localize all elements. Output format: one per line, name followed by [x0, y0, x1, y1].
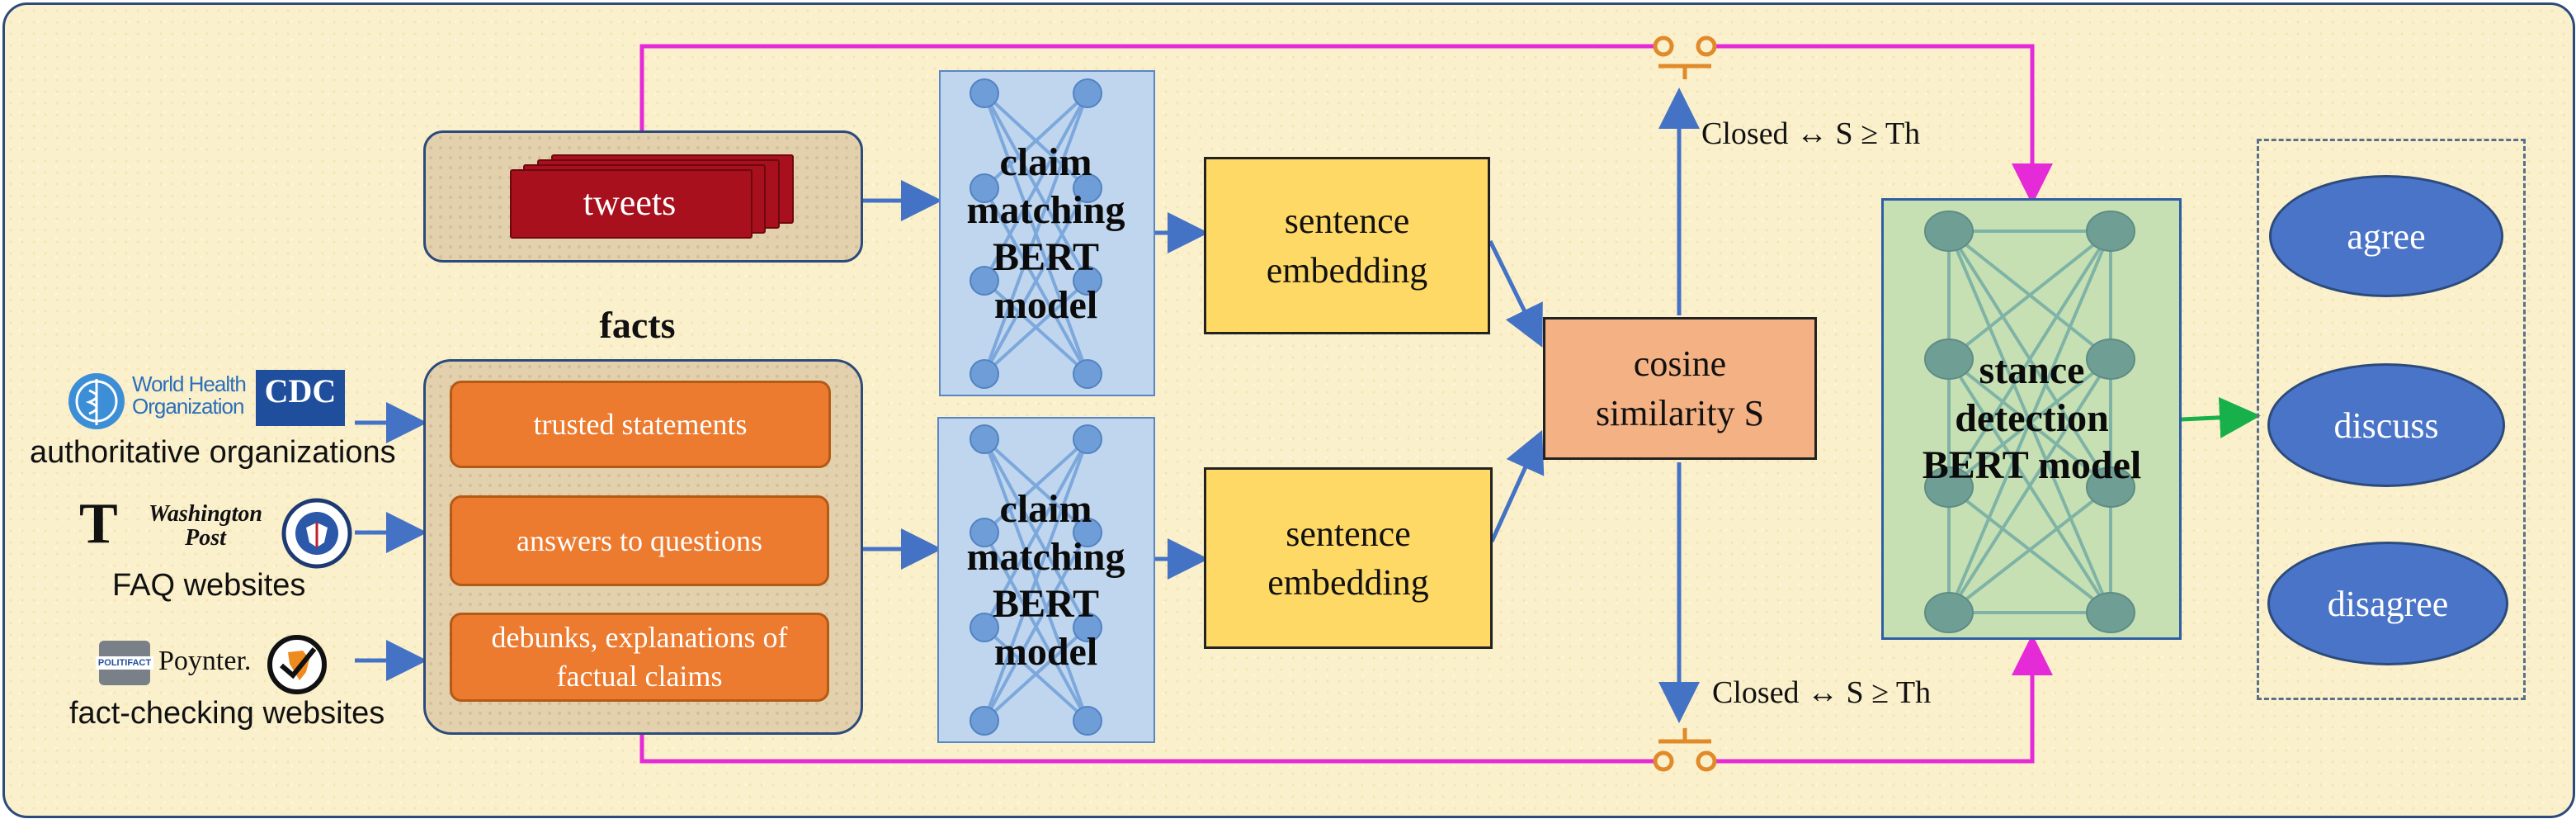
- output-disagree: disagree: [2267, 542, 2508, 665]
- bert-box-top: [939, 70, 1155, 396]
- nyt-logo: T: [79, 492, 118, 556]
- source-label-fact-checking: fact-checking websites: [69, 696, 385, 731]
- bypass-line-bottom: [639, 735, 1668, 764]
- bert-box-bottom: [937, 417, 1155, 743]
- sentence-embedding-top: sentence embedding: [1204, 157, 1490, 334]
- bypass-line-top: [639, 44, 1668, 132]
- arrow-embed-bottom-to-cosine: [1489, 429, 1545, 543]
- source-label-faq: FAQ websites: [112, 568, 306, 603]
- fact-answers-to-questions: answers to questions: [450, 495, 829, 586]
- tweets-label: tweets: [583, 182, 677, 223]
- fact-debunks: debunks, explanations of factual claims: [450, 613, 829, 702]
- output-agree: agree: [2269, 175, 2503, 297]
- bert-bottom-label: claim matching BERT model: [966, 487, 1125, 674]
- switch-bottom: [1653, 728, 1717, 772]
- politifact-logo: POLITIFACT: [95, 641, 154, 685]
- outputs-group: [2257, 139, 2526, 700]
- fact-trusted-statements: trusted statements: [450, 381, 831, 468]
- stance-detection-label: stance detection BERT model: [1922, 348, 2142, 488]
- output-discuss: discuss: [2267, 363, 2505, 487]
- facts-title: facts: [599, 304, 676, 346]
- switch-top: [1653, 36, 1717, 79]
- cosine-similarity-box: cosine similarity S: [1543, 317, 1817, 460]
- cdc-logo: CDC: [256, 370, 345, 426]
- bypass-line-bottom-out: [1701, 634, 2053, 764]
- bert-top-label: claim matching BERT model: [966, 140, 1125, 327]
- switch-bottom-condition: Closed ↔ S ≥ Th: [1712, 675, 1932, 710]
- sentence-embedding-bottom: sentence embedding: [1204, 467, 1493, 649]
- arrow-embed-top-to-cosine: [1488, 239, 1543, 348]
- switch-top-condition: Closed ↔ S ≥ Th: [1701, 116, 1921, 151]
- arrow-stance-to-outputs: [2181, 396, 2261, 438]
- source-label-authoritative: authoritative organizations: [30, 435, 396, 470]
- poynter-logo: Poynter.: [158, 646, 252, 676]
- bypass-line-top-out: [1701, 44, 2053, 205]
